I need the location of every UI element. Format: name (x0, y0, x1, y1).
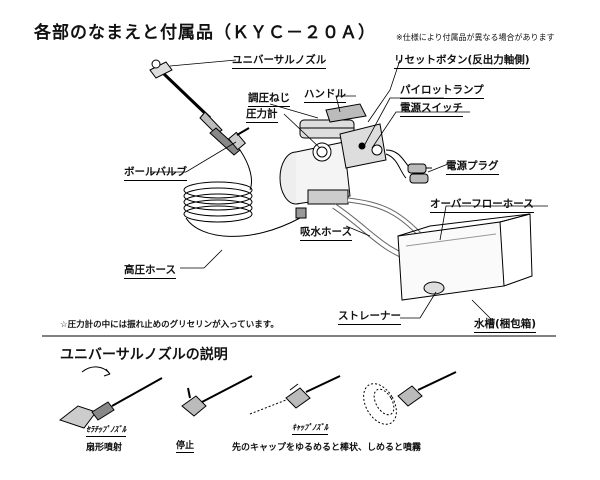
nozzle-mode-cap-caption: 先のキャップをゆるめると棒状、しめると噴霧 (232, 443, 422, 453)
nozzle-mode-fan-caption: 扇形噴射 (86, 443, 123, 453)
universal-nozzle-illustration (149, 59, 241, 156)
label-overflow-hose: オーバーフローホース (430, 196, 534, 213)
label-reset-button: リセットボタン(反出力軸側) (394, 52, 530, 69)
nozzle-mode-stop-illustration (181, 375, 253, 417)
nozzle-mode-cap-label: ｷｬｯﾌﾟﾉｽﾞﾙ (292, 422, 328, 435)
label-power-plug: 電源プラグ (446, 158, 499, 175)
nozzle-mode-cap-mist-illustration (363, 371, 457, 425)
spec-note: ※仕様により付属品が異なる場合があります (396, 33, 555, 42)
power-plug-illustration (385, 149, 432, 184)
label-power-switch: 電源スイッチ (400, 100, 463, 117)
label-high-pressure-hose: 高圧ホース (124, 262, 176, 279)
nozzle-mode-stop-label: 停止 (176, 438, 195, 453)
gauge-note: ☆圧力計の中には振れ止めのグリセリンが入っています。 (60, 320, 279, 330)
ball-valve-illustration (227, 127, 250, 151)
label-handle: ハンドル (304, 86, 346, 103)
nozzle-mode-fan-illustration (58, 366, 163, 429)
label-water-tank: 水槽(梱包箱) (474, 316, 537, 333)
leader-lines (150, 59, 548, 319)
hose-coil-illustration (183, 149, 301, 237)
pump-illustration (279, 103, 387, 219)
label-universal-nozzle: ユニバーサルノズル (232, 52, 327, 69)
page-title: 各部のなまえと付属品（ＫＹＣ－２０Ａ） (34, 23, 376, 43)
label-pressure-gauge: 圧力計 (246, 106, 278, 123)
label-ball-valve: ボールバルブ (124, 164, 187, 181)
nozzle-mode-fan-label: ｾﾗﾁｯﾌﾟﾉｽﾞﾙ (86, 424, 126, 437)
water-tank-illustration (397, 213, 533, 301)
label-strainer: ストレーナー (338, 308, 401, 325)
nozzle-mode-cap-stream-illustration (249, 375, 341, 415)
nozzle-section-title: ユニバーサルノズルの説明 (60, 347, 228, 363)
label-pressure-screw: 調圧ねじ (248, 90, 290, 107)
label-pilot-lamp: パイロットランプ (400, 82, 484, 99)
label-suction-hose: 吸水ホース (300, 224, 352, 241)
